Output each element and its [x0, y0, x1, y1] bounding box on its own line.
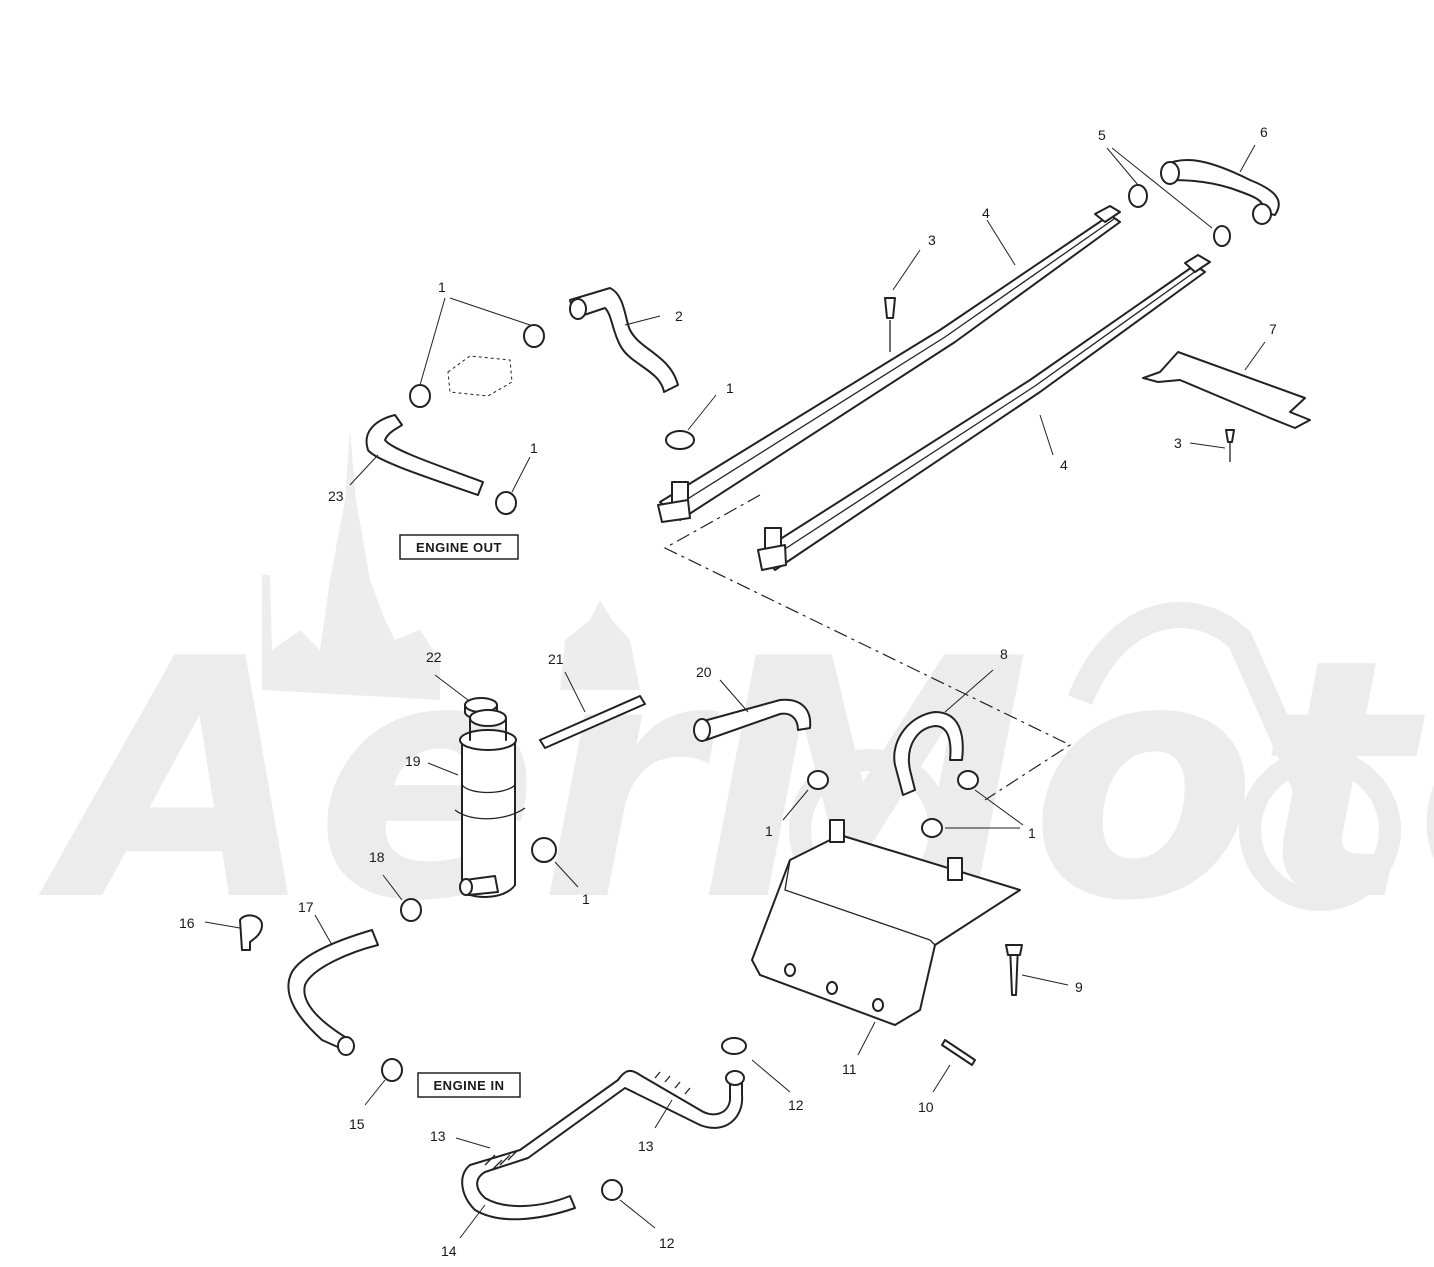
callout-15: 15 — [349, 1116, 365, 1132]
callout-4a: 4 — [982, 205, 990, 221]
hose-17-end — [337, 1036, 355, 1056]
routing-dashed-line — [663, 494, 1072, 801]
bolt-3a — [884, 297, 896, 352]
callout-3b: 3 — [1174, 435, 1182, 451]
clamp-1g — [957, 770, 979, 790]
hose-6 — [1164, 159, 1280, 216]
hose-2 — [569, 287, 679, 393]
leader-lines — [204, 144, 1266, 1239]
rivet-10 — [941, 1039, 976, 1066]
callout-9: 9 — [1075, 979, 1083, 995]
bolt-3b — [1225, 429, 1235, 462]
callout-7: 7 — [1269, 321, 1277, 337]
callout-16: 16 — [179, 915, 195, 931]
clamp-1a — [523, 324, 545, 348]
hose-6-end-2 — [1252, 203, 1272, 225]
heat-exchanger-lower — [757, 254, 1211, 571]
callout-14: 14 — [441, 1243, 457, 1259]
watermark: AerMoto — [34, 430, 1434, 973]
clamp-5b — [1213, 225, 1231, 247]
bolt-9 — [1005, 944, 1023, 996]
callout-2: 2 — [675, 308, 683, 324]
hose-2-end — [569, 298, 587, 320]
clip-16 — [239, 914, 263, 951]
callout-3a: 3 — [928, 232, 936, 248]
clamp-12a — [721, 1037, 747, 1055]
tank-11 — [751, 819, 1021, 1026]
callout-10: 10 — [918, 1099, 934, 1115]
engine-in-label: ENGINE IN — [434, 1078, 505, 1093]
callout-4b: 4 — [1060, 457, 1068, 473]
clamp-12b — [601, 1179, 623, 1201]
callout-13b: 13 — [638, 1138, 654, 1154]
callout-8: 8 — [1000, 646, 1008, 662]
callout-1b: 1 — [726, 380, 734, 396]
clamp-15 — [381, 1058, 403, 1082]
spring-13b — [654, 1071, 691, 1095]
callout-11: 11 — [842, 1061, 857, 1077]
callout-12b: 12 — [659, 1235, 675, 1251]
callout-6: 6 — [1260, 124, 1268, 140]
bracket-7 — [1142, 351, 1311, 429]
clamp-1d — [665, 430, 695, 450]
clamp-1e — [531, 837, 557, 863]
tube-21 — [539, 695, 646, 749]
callout-1a: 1 — [438, 279, 446, 295]
clamp-18 — [400, 898, 422, 922]
callout-20: 20 — [696, 664, 712, 680]
callout-23: 23 — [328, 488, 344, 504]
hose-8 — [893, 711, 964, 796]
reservoir-19 — [454, 709, 526, 898]
callout-1e: 1 — [765, 823, 773, 839]
callout-5: 5 — [1098, 127, 1106, 143]
callout-13a: 13 — [430, 1128, 446, 1144]
hose-20-end — [693, 718, 711, 742]
callout-1d: 1 — [582, 891, 590, 907]
engine-out-label: ENGINE OUT — [416, 540, 502, 555]
callout-18: 18 — [369, 849, 385, 865]
clamp-1b — [409, 384, 431, 408]
hose-6-end — [1160, 161, 1180, 185]
hose-23 — [365, 414, 484, 496]
engine-in-label-box: ENGINE IN — [417, 1072, 521, 1098]
hose-14-end — [725, 1070, 745, 1086]
fitting-phantom — [447, 355, 513, 397]
callout-19: 19 — [405, 753, 421, 769]
clamp-1c — [495, 491, 517, 515]
watermark-text: AerMoto — [34, 589, 1434, 973]
hose-14 — [461, 1069, 744, 1221]
callout-12a: 12 — [788, 1097, 804, 1113]
hose-20 — [699, 698, 812, 741]
clamp-1h — [921, 818, 943, 838]
callout-1c: 1 — [530, 440, 538, 456]
callout-17: 17 — [298, 899, 314, 915]
callouts: 1 1 1 1 1 1 2 3 3 4 4 5 6 7 8 9 10 11 12… — [179, 124, 1277, 1259]
callout-21: 21 — [548, 651, 564, 667]
spring-13a — [484, 1149, 519, 1171]
clamp-1f — [807, 770, 829, 790]
heat-exchanger-upper — [657, 205, 1121, 523]
callout-22: 22 — [426, 649, 442, 665]
clamp-5a — [1128, 184, 1148, 208]
callout-1f: 1 — [1028, 825, 1036, 841]
engine-out-label-box: ENGINE OUT — [399, 534, 519, 560]
